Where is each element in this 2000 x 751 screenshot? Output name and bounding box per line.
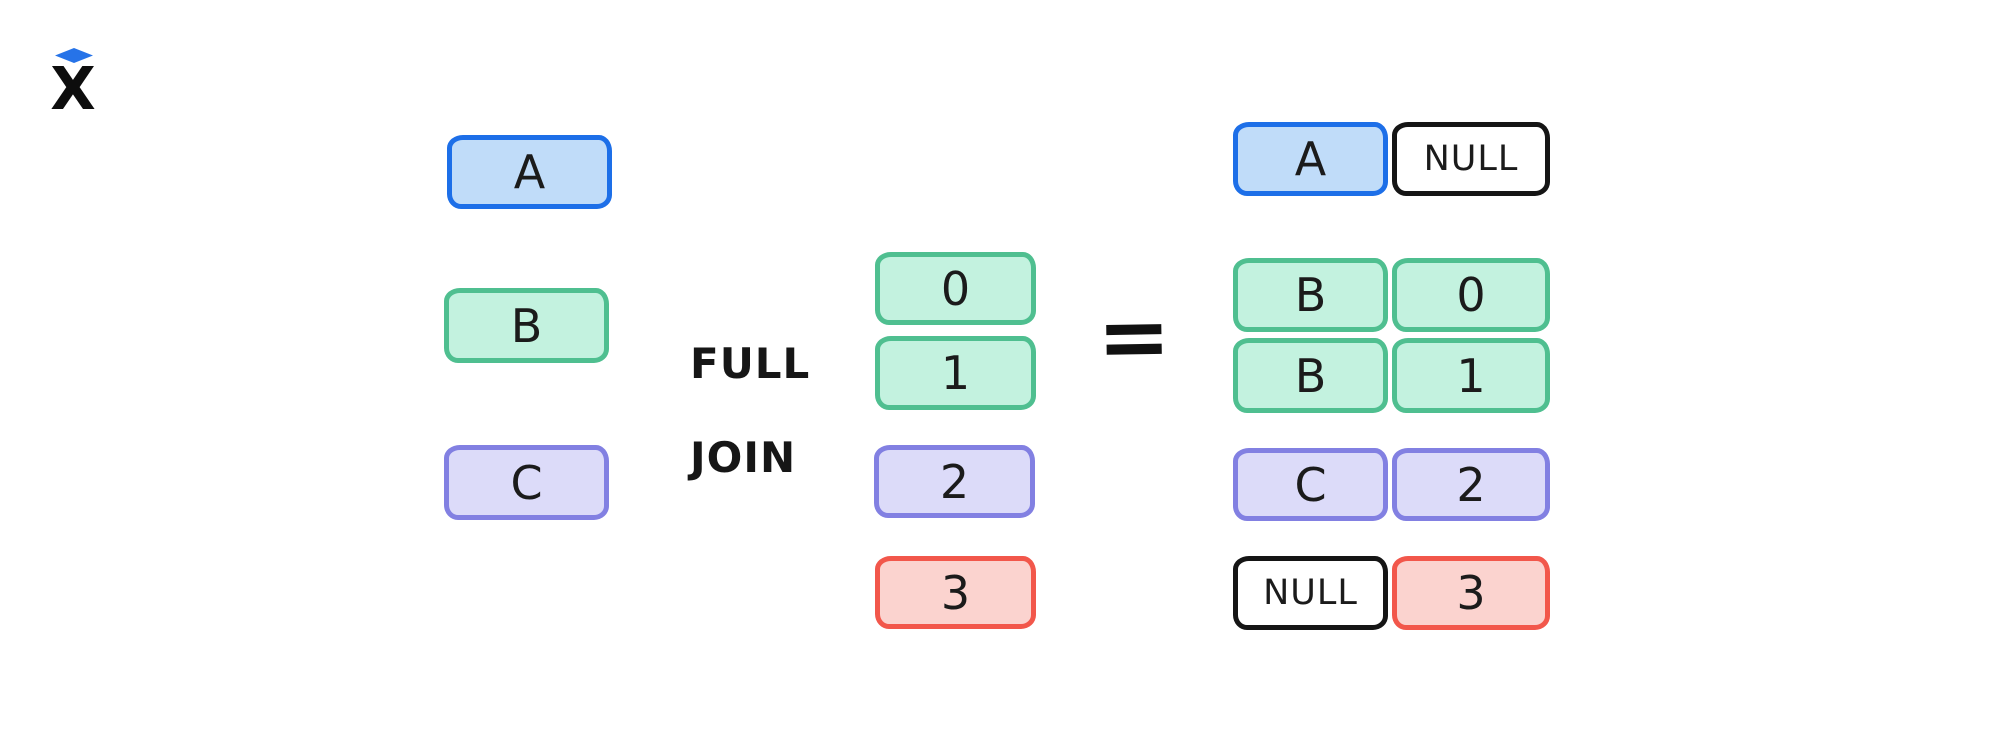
result-cell-right: NULL: [1392, 122, 1550, 196]
result-cell-left: B: [1233, 338, 1388, 413]
result-row-1: A NULL: [1233, 122, 1550, 196]
result-row-5: NULL 3: [1233, 556, 1550, 630]
svg-text:X: X: [50, 54, 96, 114]
blue-diamond-icon: [55, 48, 93, 63]
result-cell-left: NULL: [1233, 556, 1388, 630]
operation-label-line2: JOIN: [690, 433, 797, 482]
result-row-2: B 0: [1233, 258, 1550, 332]
result-cell-right: 1: [1392, 338, 1550, 413]
result-row-3: B 1: [1233, 338, 1550, 413]
operation-label: FULL JOIN: [690, 293, 810, 528]
right-table-cell-0: 0: [875, 252, 1036, 325]
left-table-cell-a: A: [447, 135, 612, 209]
result-cell-left: C: [1233, 448, 1388, 521]
left-table-cell-b: B: [444, 288, 609, 363]
result-cell-left: A: [1233, 122, 1388, 196]
left-table-cell-c: C: [444, 445, 609, 520]
right-table-cell-3: 3: [875, 556, 1036, 629]
result-cell-right: 2: [1392, 448, 1550, 521]
operation-label-line1: FULL: [690, 339, 811, 388]
result-cell-left: B: [1233, 258, 1388, 332]
equals-sign: =: [1096, 283, 1172, 389]
result-cell-right: 0: [1392, 258, 1550, 332]
result-row-4: C 2: [1233, 448, 1550, 521]
right-table-cell-2: 2: [874, 445, 1035, 518]
result-cell-right: 3: [1392, 556, 1550, 630]
brand-logo: X: [50, 42, 100, 123]
right-table-cell-1: 1: [875, 336, 1036, 410]
x-letter-icon: X: [50, 54, 96, 123]
